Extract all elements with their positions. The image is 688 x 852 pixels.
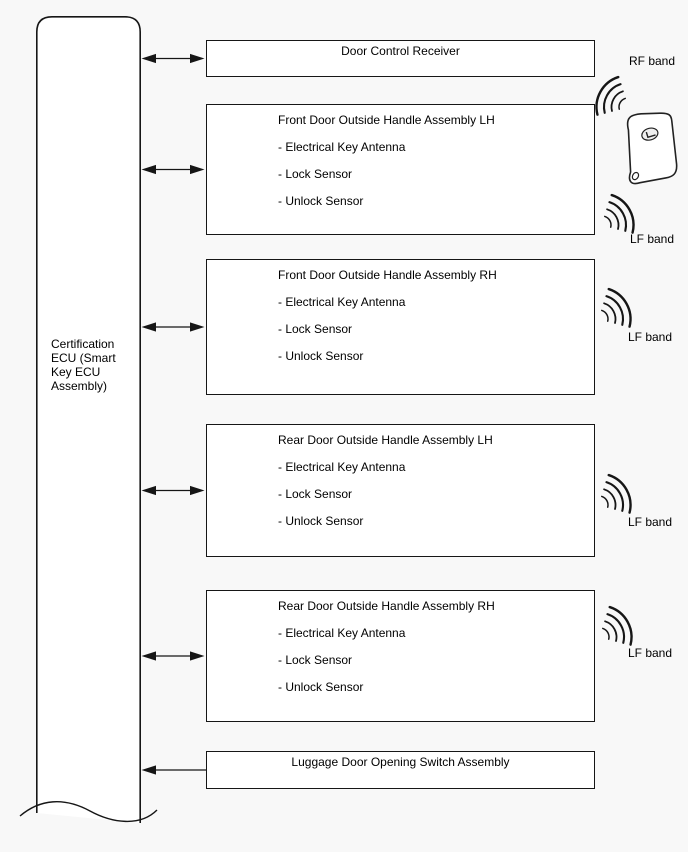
ecu-label-line: ECU (Smart [51,351,116,365]
box-title: Door Control Receiver [341,44,460,58]
arrow-rear-door-handle-lh [141,485,205,496]
lf-band-label: LF band [630,232,675,246]
box-title: Front Door Outside Handle Assembly LH [278,113,495,127]
box-item: - Lock Sensor [278,322,353,336]
lf-band-label: LF band [628,330,673,344]
fob-brand-logo [641,127,659,141]
box-title: Rear Door Outside Handle Assembly RH [278,599,495,613]
certification-ecu-box [19,16,158,823]
arrow-luggage-door-switch [141,765,206,775]
box-item: - Electrical Key Antenna [278,295,406,309]
lf-band-label: LF band [628,646,673,660]
box-front-door-handle-rh: Front Door Outside Handle Assembly RH - … [206,259,595,395]
box-title: Front Door Outside Handle Assembly RH [278,268,497,282]
key-fob-icon [626,112,678,185]
box-rear-door-handle-lh: Rear Door Outside Handle Assembly LH - E… [206,424,595,557]
box-item: - Electrical Key Antenna [278,626,406,640]
box-item: - Electrical Key Antenna [278,460,406,474]
box-item: - Lock Sensor [278,653,353,667]
box-front-door-handle-lh: Front Door Outside Handle Assembly LH - … [206,104,595,235]
ecu-label-line: Certification [51,337,115,351]
box-title: Luggage Door Opening Switch Assembly [291,755,510,769]
box-item: - Lock Sensor [278,487,353,501]
lf-band-label: LF band [628,515,673,529]
box-item: - Electrical Key Antenna [278,140,406,154]
rf-band-label: RF band [629,54,676,68]
box-item: - Unlock Sensor [278,514,364,528]
box-item: - Unlock Sensor [278,349,364,363]
certification-ecu-label: Certification ECU (Smart Key ECU Assembl… [51,337,151,393]
ecu-label-line: Assembly) [51,379,108,393]
ecu-label-line: Key ECU [51,365,101,379]
box-item: - Unlock Sensor [278,194,364,208]
box-rear-door-handle-rh: Rear Door Outside Handle Assembly RH - E… [206,590,595,722]
arrow-front-door-handle-lh [141,164,205,175]
lf-waves-icon-rear-rh [601,605,633,646]
box-item: - Lock Sensor [278,167,353,181]
lf-waves-icon-rear-lh [600,473,632,514]
lf-waves-icon-fob [603,193,635,234]
arrow-door-control-receiver [141,53,205,64]
box-item: - Unlock Sensor [278,680,364,694]
box-luggage-door-switch: Luggage Door Opening Switch Assembly [206,751,595,789]
break-wave-line [19,801,158,823]
arrow-rear-door-handle-rh [141,651,205,661]
rf-waves-icon [595,75,627,116]
lf-waves-icon-front-rh [600,287,632,328]
box-title: Rear Door Outside Handle Assembly LH [278,433,493,447]
box-door-control-receiver: Door Control Receiver [206,40,595,77]
fob-keyring-hole [631,171,640,181]
arrow-front-door-handle-rh [141,322,205,332]
